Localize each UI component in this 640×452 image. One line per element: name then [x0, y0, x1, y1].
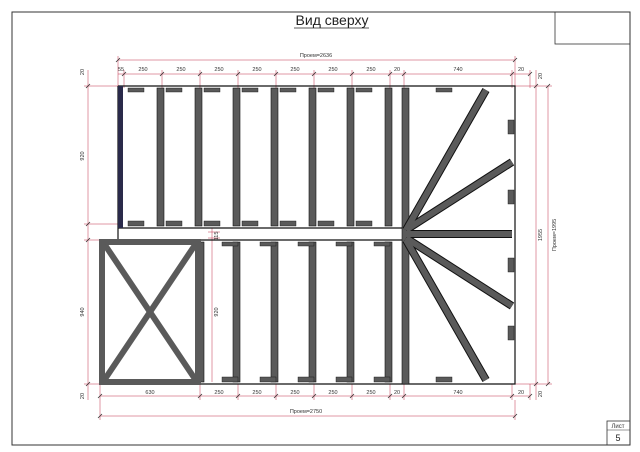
- upper-joists: [156, 87, 410, 385]
- dim-top-offset: 740: [453, 67, 462, 73]
- dim-right-top-tick: 20: [538, 73, 544, 79]
- dim-top-offset: 250: [138, 67, 147, 73]
- dim-top-offset: 250: [366, 67, 375, 73]
- sheet-stamp-number: 5: [615, 433, 620, 443]
- dim-top-offset: 250: [290, 67, 299, 73]
- dim-top-span: Проем=2636: [300, 53, 332, 59]
- lower-joists: [195, 241, 393, 383]
- bottom-offset-labels: 630 250 250 250 250 250 20 740 20: [145, 390, 524, 396]
- dim-left-bottom-tick: 20: [80, 393, 86, 399]
- dim-left-top-tick: 20: [80, 69, 86, 75]
- dim-bottom-span: Проем=2750: [290, 409, 322, 415]
- dim-top-offset: 250: [176, 67, 185, 73]
- dim-mid-small: 115: [214, 232, 220, 241]
- dim-bottom-offset: 630: [145, 390, 154, 396]
- fan-beams-fill: [403, 88, 514, 382]
- sheet-stamp-label: Лист: [611, 424, 624, 430]
- dim-bottom-offset: 250: [290, 390, 299, 396]
- sheet-frame: [11, 11, 631, 446]
- dim-left-upper: 920: [80, 151, 86, 160]
- dim-top-offset: 250: [328, 67, 337, 73]
- dim-bottom-offset: 20: [518, 390, 524, 396]
- drawing-title: Вид сверху: [296, 12, 369, 28]
- dim-top-offset: 250: [214, 67, 223, 73]
- sheet-stamp: [606, 420, 631, 446]
- corner-stamp-top: [554, 11, 631, 45]
- joist-blocks: [127, 87, 515, 383]
- dim-top-offset: 250: [252, 67, 261, 73]
- dim-bottom-offset: 250: [252, 390, 261, 396]
- dim-top-offset: 20: [394, 67, 400, 73]
- dim-bottom-offset: 250: [366, 390, 375, 396]
- dimension-lines: [84, 56, 552, 420]
- dim-bottom-offset: 250: [328, 390, 337, 396]
- dim-left-lower: 940: [80, 307, 86, 316]
- top-offset-labels: 55 250 250 250 250 250 250 250 20 740 20: [118, 67, 524, 73]
- dim-bottom-offset: 20: [394, 390, 400, 396]
- dimension-ticks: [85, 57, 551, 419]
- dim-top-offset: 20: [518, 67, 524, 73]
- dim-right-bottom-tick: 20: [538, 391, 544, 397]
- dim-bottom-offset: 740: [453, 390, 462, 396]
- dim-right-span: Проем=1995: [552, 219, 558, 251]
- dim-bottom-offset: 250: [214, 390, 223, 396]
- dim-top-offset: 55: [118, 67, 124, 73]
- dim-mid-left: 920: [214, 307, 220, 316]
- x-brace-box: [99, 239, 201, 385]
- left-edge-board: [118, 86, 123, 228]
- dim-right-height: 1955: [538, 229, 544, 241]
